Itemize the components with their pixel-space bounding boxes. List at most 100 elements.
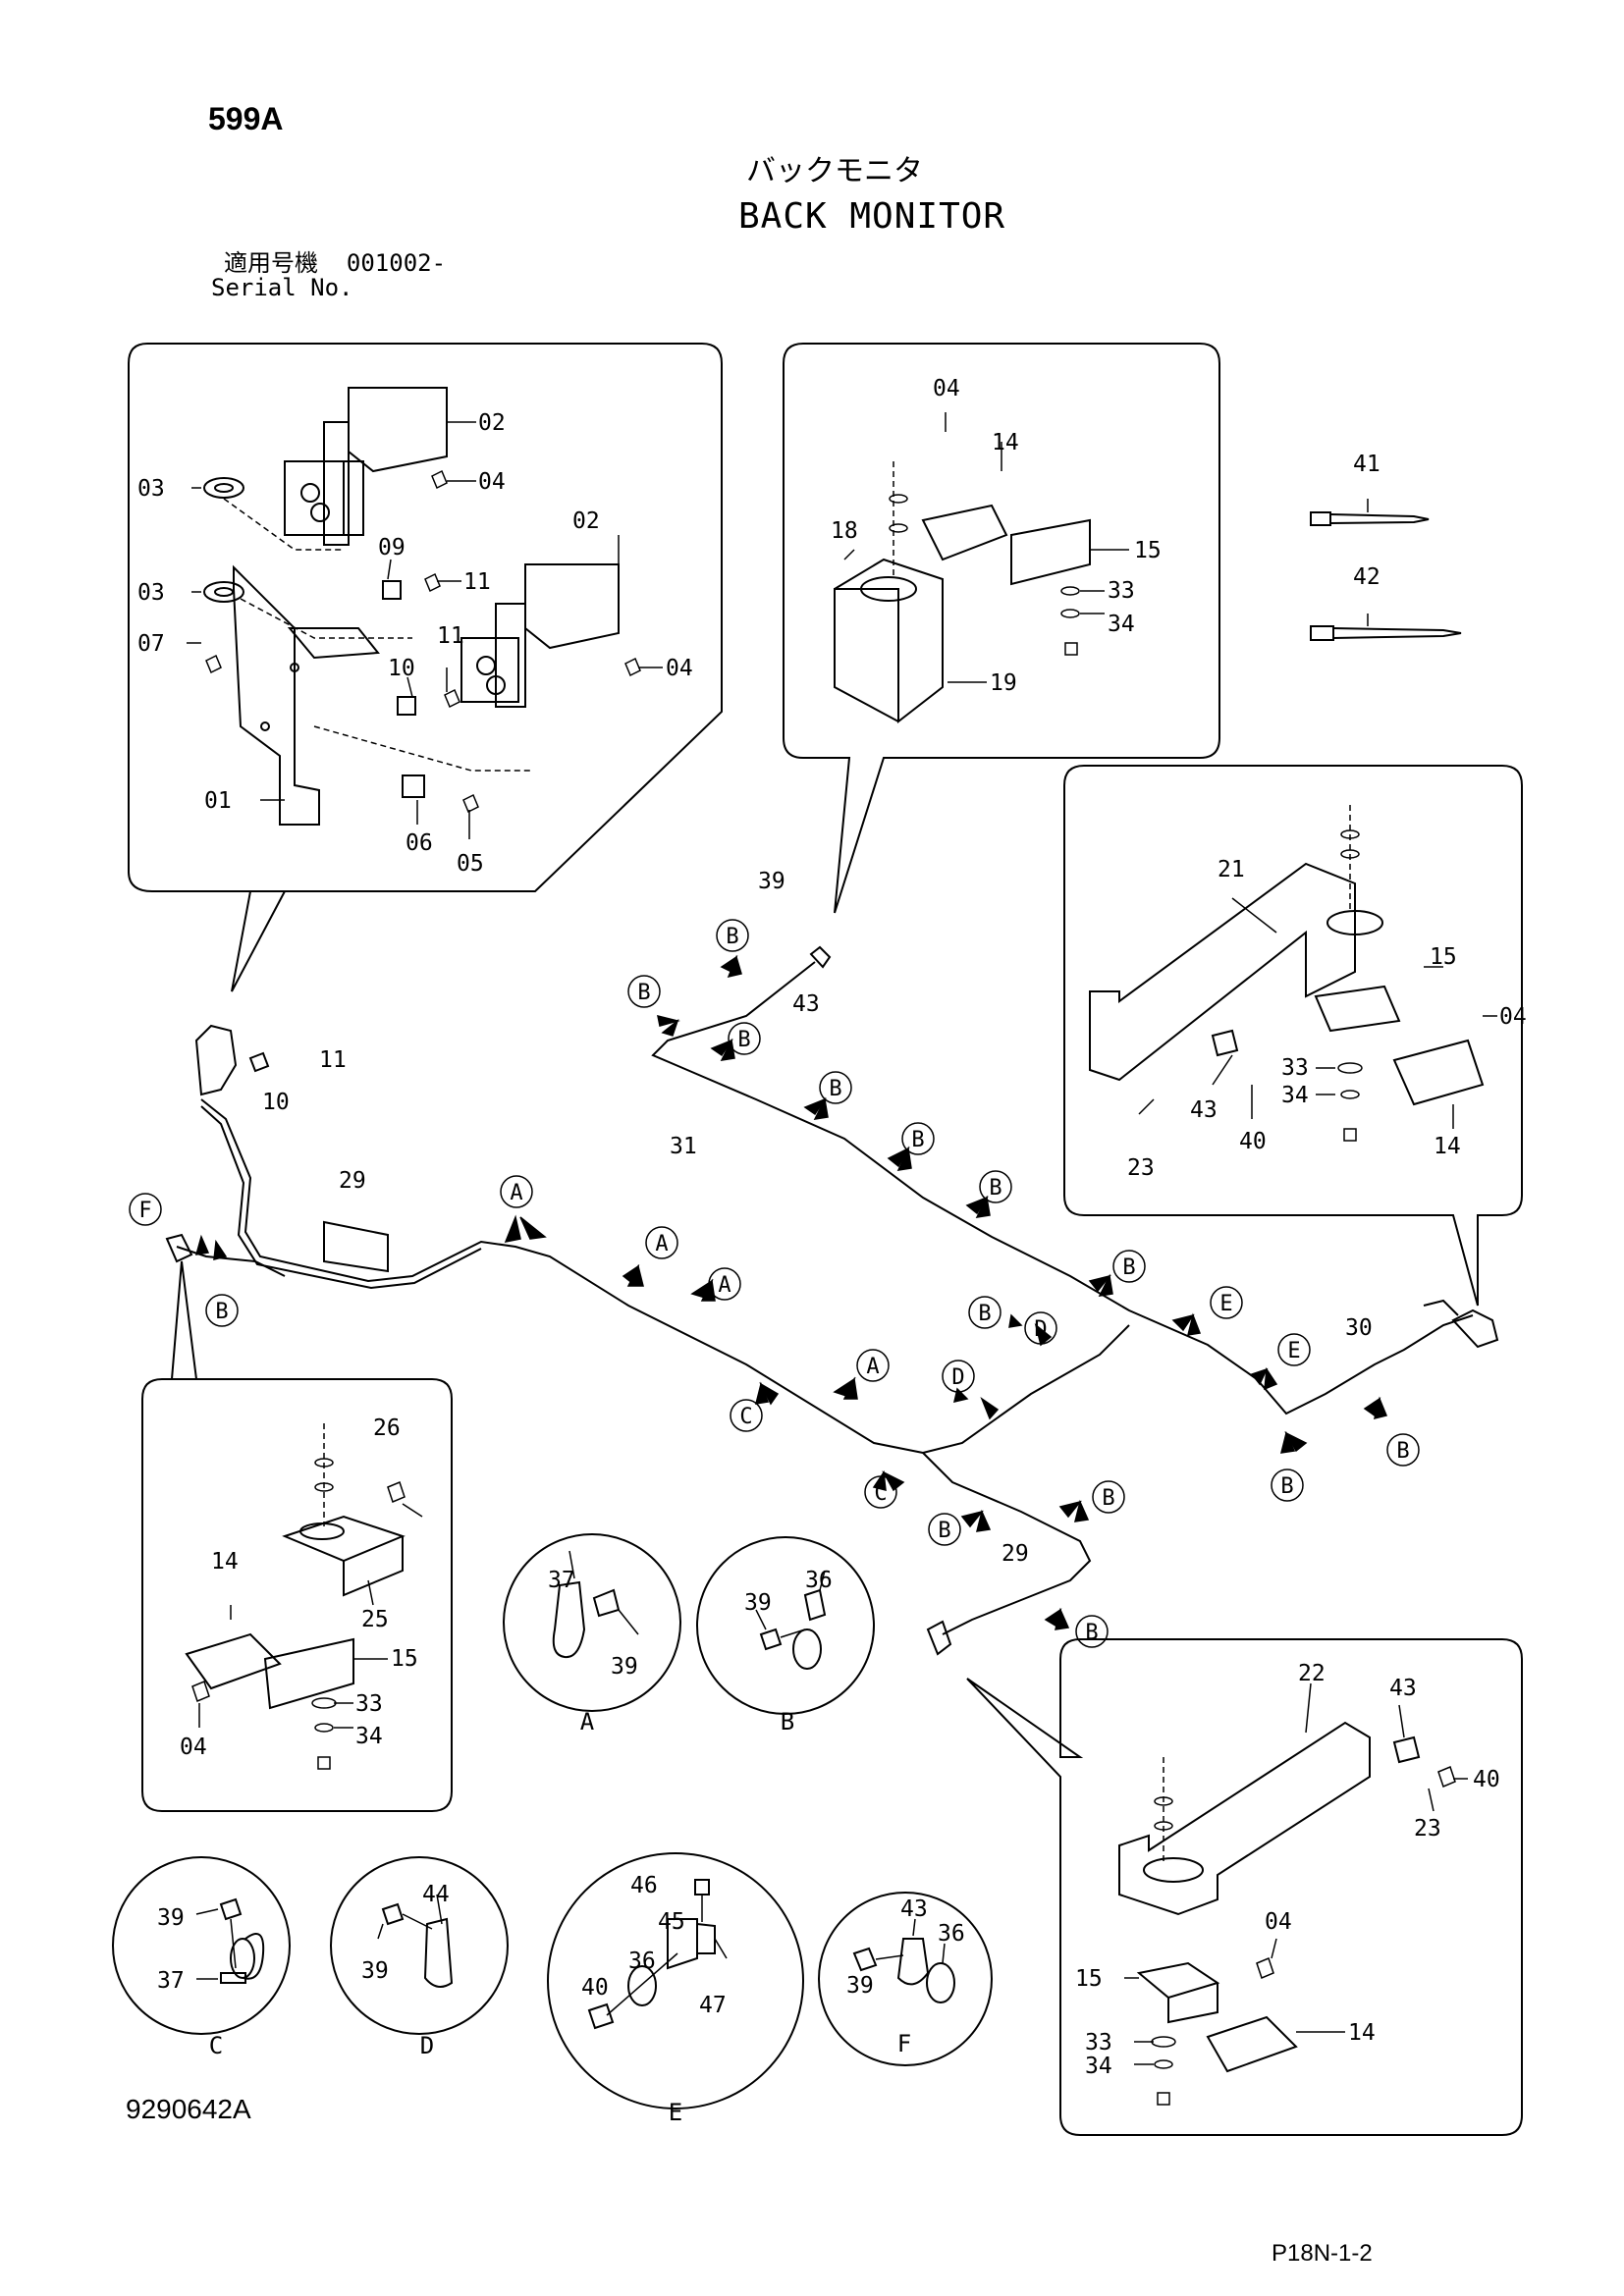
page-id: 599A: [208, 101, 284, 136]
part-36-a: 36: [805, 1568, 833, 1593]
part-34-b: 34: [1281, 1083, 1309, 1108]
svg-text:B: B: [726, 925, 738, 949]
svg-text:B: B: [215, 1300, 228, 1324]
part-39-f: 39: [846, 1973, 874, 1999]
part-33-a: 33: [1108, 578, 1135, 604]
svg-text:C: C: [739, 1405, 752, 1429]
part-39-b: 39: [611, 1654, 638, 1680]
part-39-c: 39: [744, 1590, 772, 1616]
svg-text:B: B: [737, 1028, 750, 1052]
monitor-upper: [284, 387, 448, 546]
camera-14-bottom: [1206, 2015, 1298, 2073]
grommet-lower: [203, 581, 244, 603]
svg-text:E: E: [1287, 1339, 1300, 1363]
part-36-c: 36: [938, 1921, 965, 1947]
part-34-c: 34: [355, 1724, 383, 1749]
part-04-d: 04: [1499, 1004, 1527, 1030]
monitor-lower: [460, 563, 620, 708]
part-25: 25: [361, 1607, 389, 1632]
detail-caption-f: F: [897, 2030, 911, 2057]
svg-text:B: B: [1102, 1486, 1114, 1511]
camera-14-top: [921, 504, 1008, 561]
svg-text:B: B: [1280, 1474, 1293, 1499]
part-labels: 02 04 03 02 09 11 03 11 07 10 04 01 06 0…: [137, 376, 1527, 2079]
part-40-c: 40: [1473, 1767, 1500, 1792]
part-10-a: 10: [388, 656, 415, 681]
part-43-c: 43: [900, 1896, 928, 1922]
part-26: 26: [373, 1415, 401, 1441]
part-15-c: 15: [391, 1646, 418, 1672]
wiring-harness: [165, 945, 1499, 1656]
part-14-b: 14: [1434, 1134, 1461, 1159]
part-02-a: 02: [478, 410, 506, 436]
part-39-d: 39: [157, 1905, 185, 1931]
part-39-e: 39: [361, 1958, 389, 1984]
svg-text:B: B: [978, 1302, 991, 1326]
camera-14-left: [185, 1632, 282, 1690]
svg-text:A: A: [510, 1181, 522, 1205]
svg-text:C: C: [874, 1481, 887, 1506]
svg-text:B: B: [938, 1519, 950, 1543]
detail-caption-d: D: [420, 2032, 434, 2059]
part-22: 22: [1298, 1661, 1326, 1686]
part-04-e: 04: [180, 1735, 207, 1760]
callout-camera-bracket-bottom: [966, 1638, 1523, 2136]
clip-markers: [194, 954, 1388, 1630]
part-10-b: 10: [262, 1090, 290, 1115]
callout-camera-bracket-top: [783, 343, 1220, 914]
part-31: 31: [670, 1134, 697, 1159]
bracket-21: [1089, 862, 1356, 1082]
detail-view-d: [330, 1856, 509, 2035]
part-37-a: 37: [548, 1568, 575, 1593]
part-29-a: 29: [339, 1168, 366, 1194]
serial-value: 001002-: [346, 249, 447, 277]
grommet-upper: [203, 477, 244, 499]
part-05: 05: [457, 851, 484, 877]
detail-view-c: [112, 1856, 291, 2035]
part-03-b: 03: [137, 580, 165, 606]
page-title: BACK MONITOR: [738, 196, 1006, 237]
bracket-22: [1118, 1721, 1371, 1916]
part-02-b: 02: [572, 508, 600, 534]
part-04-c: 04: [933, 376, 960, 401]
svg-text:A: A: [866, 1355, 879, 1379]
part-14-c: 14: [211, 1549, 239, 1575]
part-14-d: 14: [1348, 2020, 1376, 2046]
serial-label-en: Serial No.: [211, 274, 353, 301]
callout-camera-bracket-left: [141, 1260, 453, 1812]
part-21: 21: [1218, 857, 1245, 882]
part-33-d: 33: [1085, 2030, 1112, 2056]
detail-view-a: [503, 1533, 681, 1712]
part-14-a: 14: [992, 430, 1019, 455]
part-23-a: 23: [1127, 1155, 1155, 1181]
detail-caption-b: B: [781, 1708, 794, 1735]
detail-caption-a: A: [580, 1708, 595, 1735]
svg-text:B: B: [1396, 1439, 1409, 1464]
part-43-d: 43: [1389, 1676, 1417, 1701]
serial-label-jp: 適用号機: [224, 249, 318, 277]
cable-ties: [1310, 499, 1462, 641]
detail-view-e: [547, 1852, 804, 2109]
clip-callouts: [129, 919, 1420, 1648]
part-34-d: 34: [1085, 2054, 1112, 2079]
svg-text:F: F: [138, 1199, 151, 1223]
part-40-a: 40: [1239, 1129, 1267, 1154]
svg-text:B: B: [829, 1077, 841, 1101]
title-japanese: バックモニタ: [746, 154, 923, 188]
part-29-b: 29: [1001, 1541, 1029, 1567]
part-04-a: 04: [478, 469, 506, 495]
svg-text:B: B: [989, 1176, 1001, 1201]
part-07: 07: [137, 631, 165, 657]
svg-text:D: D: [1034, 1317, 1047, 1342]
part-04-b: 04: [666, 656, 693, 681]
part-40-b: 40: [581, 1975, 609, 2001]
part-44: 44: [422, 1882, 450, 1907]
part-11-b: 11: [437, 623, 464, 649]
part-11-a: 11: [463, 569, 491, 595]
harness-29: [200, 1098, 924, 1454]
part-39-a: 39: [758, 869, 785, 894]
bracket-18: [834, 558, 944, 724]
part-30: 30: [1345, 1315, 1373, 1341]
